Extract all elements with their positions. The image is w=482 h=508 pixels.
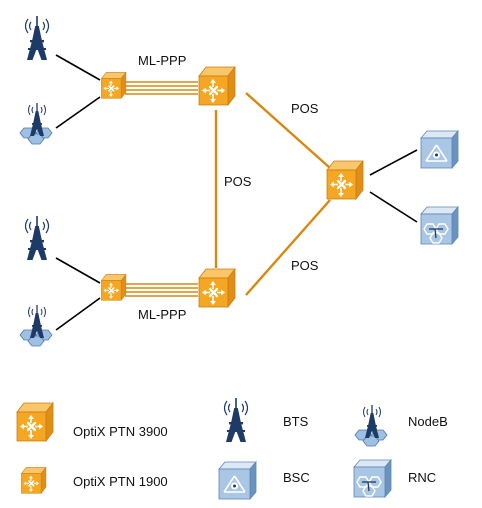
- pos-link-bottom: [245, 199, 331, 296]
- legend-rnc: RNC: [408, 470, 436, 485]
- pos-links: [214, 92, 331, 296]
- pos-label-middle: POS: [224, 174, 252, 189]
- legend-bts: BTS: [283, 414, 309, 429]
- mlppp-bundle-top: [125, 81, 198, 95]
- router-icon: [100, 71, 127, 100]
- mlppp-bundle-bottom: [125, 283, 198, 297]
- nodeb-icon: [19, 102, 53, 145]
- legend-ptn1900: OptiX PTN 1900: [73, 474, 168, 489]
- links: [55, 54, 418, 331]
- legend-bsc: BSC: [283, 470, 310, 485]
- tower-icon: [24, 215, 50, 261]
- pos-label-bottom: POS: [291, 258, 319, 273]
- nodeb-icon: [354, 404, 388, 447]
- legend: OptiX PTN 3900 OptiX PTN 1900 BTS BSC No…: [15, 397, 448, 500]
- tower-icon: [24, 15, 50, 61]
- rnc-icon: [420, 206, 459, 245]
- access-links-bottom: [55, 257, 101, 331]
- rnc-icon: [353, 459, 392, 498]
- router-icon: [100, 273, 127, 302]
- router-icon: [325, 159, 365, 201]
- mlppp-label-top: ML-PPP: [138, 53, 186, 68]
- mlppp-label-bottom: ML-PPP: [138, 307, 186, 322]
- router-icon: [20, 466, 47, 495]
- router-icon: [15, 401, 55, 443]
- nodeb-icon: [19, 304, 53, 347]
- pos-link-top: [245, 92, 331, 169]
- router-icon: [197, 65, 237, 107]
- access-links-top: [55, 54, 101, 129]
- core-access-links: [369, 149, 418, 223]
- bsc-icon: [420, 130, 459, 169]
- tower-icon: [223, 397, 249, 443]
- legend-ptn3900: OptiX PTN 3900: [73, 424, 168, 439]
- router-icon: [197, 267, 237, 309]
- bsc-icon: [218, 461, 257, 500]
- legend-nodeb: NodeB: [408, 414, 448, 429]
- pos-label-top: POS: [291, 101, 319, 116]
